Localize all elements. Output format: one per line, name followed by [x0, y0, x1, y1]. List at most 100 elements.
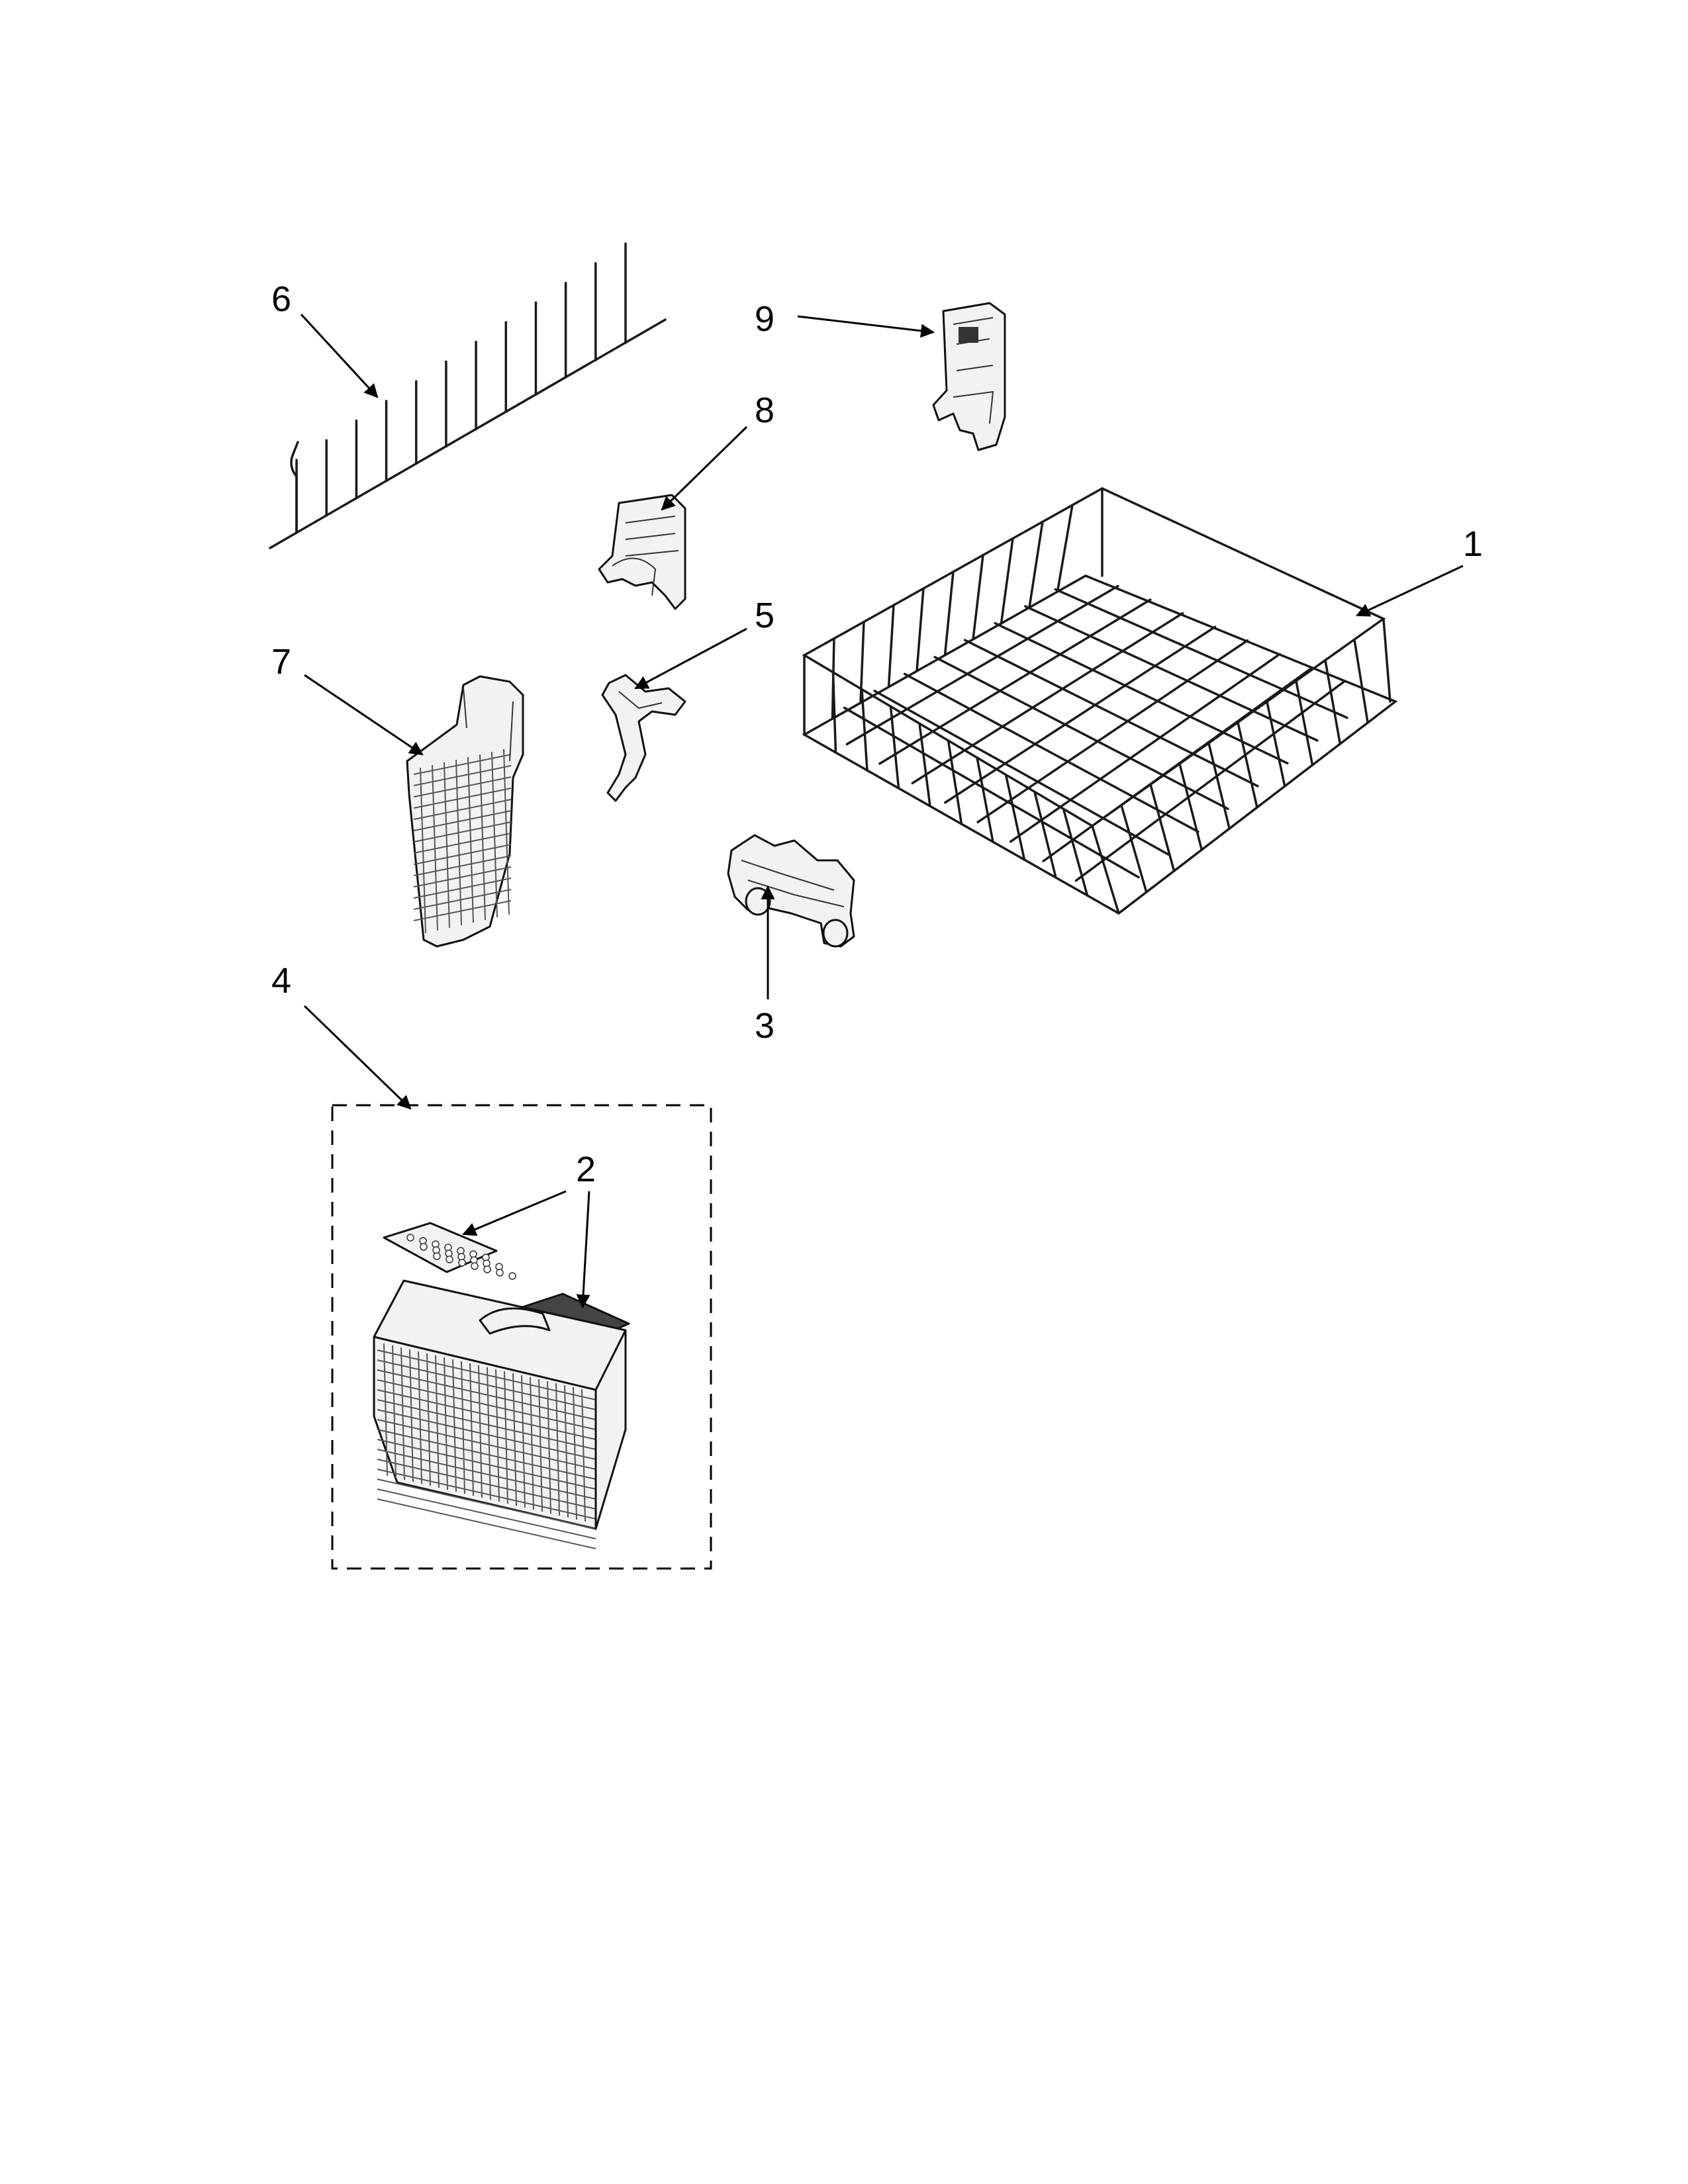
rack-wire	[933, 656, 1229, 810]
part-1-lower-rack	[802, 487, 1398, 915]
mesh-line	[573, 1387, 577, 1520]
mesh-line	[467, 756, 474, 923]
mesh-line	[444, 1357, 448, 1490]
mesh-line	[383, 1343, 388, 1477]
rack-side-wire	[1033, 790, 1057, 879]
callout-4: 4	[271, 961, 291, 1001]
mesh-line	[530, 1377, 534, 1510]
part-7-silverware-basket-insert	[406, 675, 524, 948]
rack-side-wire	[915, 587, 925, 672]
callout-5: 5	[755, 596, 774, 635]
rack-wire	[1074, 680, 1346, 882]
part-2-basket-cover-left	[383, 1222, 516, 1280]
cover-hole	[458, 1259, 466, 1267]
callout-7: 7	[271, 642, 291, 682]
rack-side-wire	[831, 671, 837, 754]
cover-hole	[406, 1234, 414, 1242]
mesh-line	[377, 1479, 596, 1529]
mesh-line	[377, 1429, 596, 1480]
mesh-line	[392, 1345, 397, 1479]
mesh-line	[413, 878, 512, 899]
callout-8: 8	[755, 390, 774, 430]
callout-9: 9	[755, 299, 774, 339]
rack-side-wire	[889, 705, 900, 790]
cover-hole	[433, 1252, 441, 1260]
rack-side-wire	[1237, 721, 1258, 809]
rack-side-wire	[1062, 807, 1089, 897]
rack-wire	[878, 598, 1152, 765]
rack-side-wire	[972, 554, 984, 641]
mesh-line	[413, 754, 512, 775]
mesh-line	[377, 1498, 596, 1549]
mesh-line	[377, 1439, 596, 1490]
mesh-line	[478, 1365, 483, 1498]
mesh-line	[413, 799, 512, 820]
part-8-rack-clip	[598, 494, 686, 610]
part-3-roller-bracket	[727, 834, 855, 948]
rack-side-wire	[1120, 803, 1148, 893]
rack-side-wire	[1000, 537, 1014, 625]
mesh-line	[413, 866, 512, 887]
rack-wire	[903, 672, 1199, 833]
rack-wire	[1042, 666, 1313, 862]
rack-wire	[944, 625, 1217, 804]
callout-6: 6	[271, 279, 291, 319]
rack-side-wire	[1149, 783, 1176, 872]
rack-side-wire	[918, 722, 931, 807]
mesh-line	[444, 762, 450, 929]
mesh-line	[487, 1367, 491, 1500]
mesh-line	[555, 1383, 560, 1516]
rack-side-wire	[1004, 773, 1026, 861]
mesh-line	[420, 767, 426, 934]
mesh-line	[495, 1369, 500, 1502]
mesh-line	[461, 1361, 465, 1494]
mesh-line	[400, 1347, 405, 1480]
cover-hole	[508, 1272, 516, 1280]
rack-wire	[873, 690, 1170, 856]
mesh-line	[469, 1363, 474, 1496]
mesh-line	[547, 1381, 551, 1514]
mesh-line	[564, 1385, 569, 1518]
rack-wire	[976, 639, 1249, 823]
part-6-tine-row	[269, 242, 667, 549]
mesh-line	[377, 1379, 596, 1430]
callout-1: 1	[1463, 524, 1483, 564]
mesh-line	[413, 765, 512, 786]
mesh-line	[377, 1409, 596, 1460]
mesh-line	[409, 1349, 414, 1482]
rack-side-wire	[943, 570, 955, 657]
rack-side-wire	[947, 739, 963, 825]
cover-hole	[445, 1255, 453, 1263]
rack-side-wire	[1056, 504, 1074, 593]
rack-side-wire	[1266, 700, 1286, 788]
rack-wire	[994, 621, 1289, 765]
leader-lines	[300, 313, 1464, 1309]
rack-wire	[911, 612, 1184, 785]
mesh-line	[432, 764, 438, 931]
mesh-line	[538, 1379, 543, 1512]
cover-hole	[471, 1262, 479, 1270]
mesh-line	[435, 1355, 440, 1488]
mesh-line	[413, 889, 512, 910]
cover-hole	[420, 1243, 428, 1251]
mesh-line	[377, 1488, 596, 1539]
mesh-line	[418, 1351, 422, 1484]
rack-side-wire	[1353, 638, 1369, 724]
rack-side-wire	[1295, 680, 1314, 766]
callout-2: 2	[576, 1150, 596, 1189]
mesh-line	[413, 810, 512, 831]
callout-labels: 1 2 3 4 5 6 7 8 9	[271, 279, 1483, 1189]
mesh-line	[452, 1359, 457, 1492]
mesh-line	[521, 1375, 526, 1508]
part-9-rack-clip	[932, 302, 1006, 451]
cover-hole	[496, 1269, 504, 1277]
mesh-line	[479, 754, 486, 921]
rack-side-wire	[1028, 520, 1044, 609]
mesh-line	[455, 759, 462, 926]
mesh-line	[413, 776, 512, 797]
callout-3: 3	[755, 1006, 774, 1046]
rack-wire	[1054, 588, 1348, 719]
rack-side-wire	[1178, 762, 1203, 851]
cover-hole	[483, 1265, 491, 1273]
